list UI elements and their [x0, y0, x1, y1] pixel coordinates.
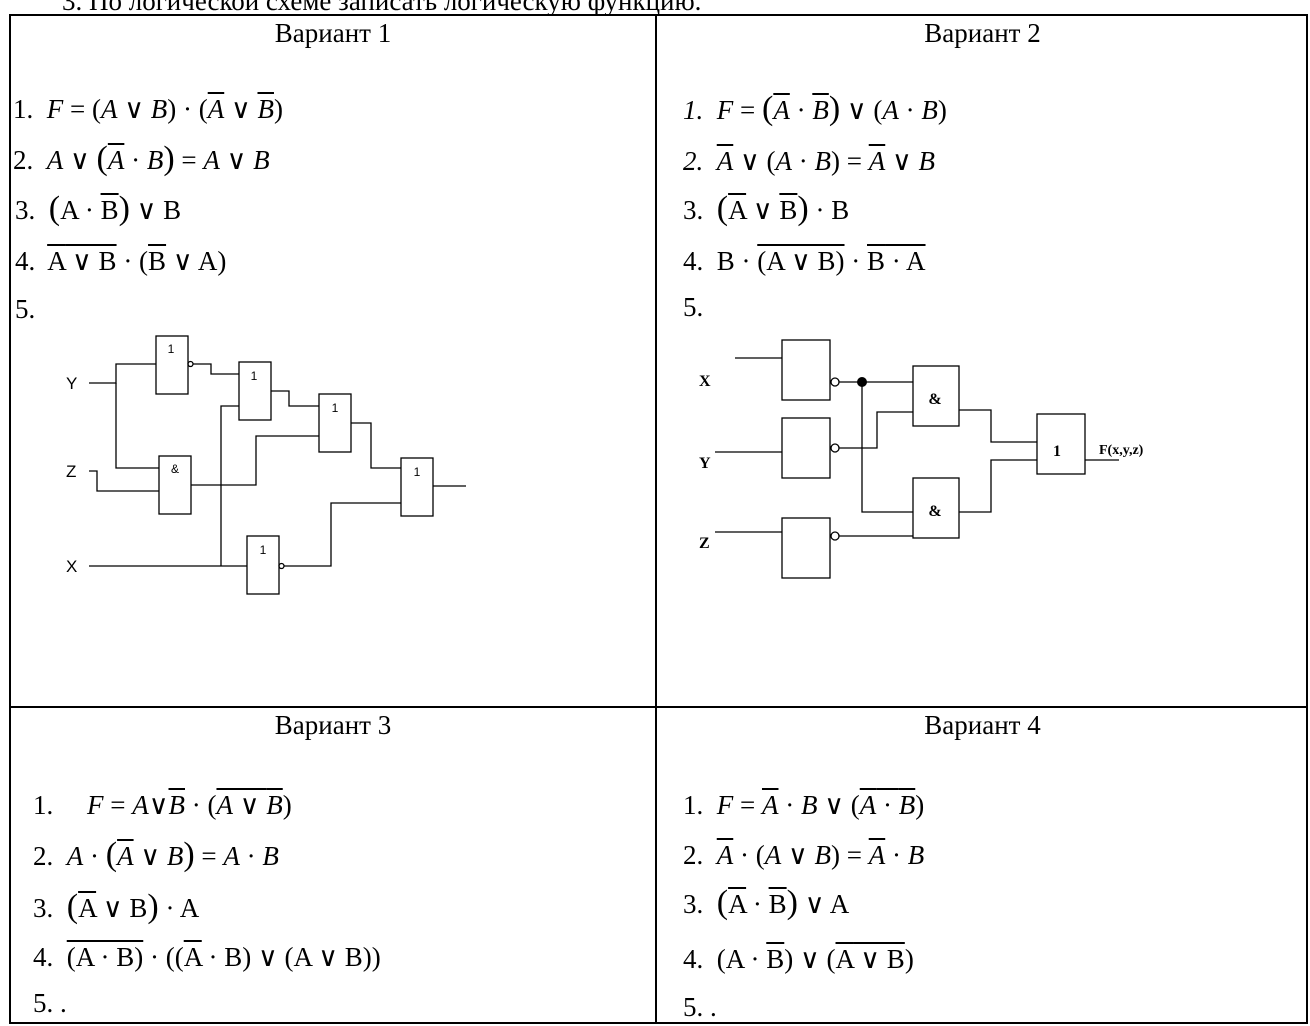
variant-4-title: Вариант 4 [924, 710, 1041, 740]
variants-table: Вариант 1 1. F = (A ∨ B) · (A ∨ B) 2. A … [9, 14, 1308, 1024]
variant-3-item-5: 5. . [33, 988, 67, 1018]
variant-1-item-3: 3. (A · B) ∨ B [15, 190, 182, 227]
table-divider-horizontal [11, 706, 1306, 708]
variant-2-item-5: 5. [683, 292, 704, 322]
variant-2-cell: Вариант 2 1. F = (A · B) ∨ (A · B) 2. A … [657, 16, 1308, 706]
variant-4-item-1: 1. F = A · B ∨ (A · B) [683, 790, 925, 820]
variant-3-item-3: 3. (A ∨ B) · A [33, 888, 200, 925]
variant-2-title: Вариант 2 [924, 18, 1041, 48]
variant-2-item-3: 3. (A ∨ B) · B [683, 190, 850, 227]
variant-4-cell: Вариант 4 1. F = A · B ∨ (A · B) 2. A · … [657, 708, 1308, 1026]
task-heading: 3. По логической схеме записать логическ… [62, 0, 702, 16]
variant-4-item-4: 4. (A · B) ∨ (A ∨ B) [683, 944, 914, 974]
variant-1-item-1: 1. F = (A ∨ B) · (A ∨ B) [13, 94, 283, 124]
svg-text:Z: Z [699, 535, 710, 552]
svg-text:Z: Z [66, 462, 76, 481]
svg-text:&: & [928, 503, 941, 520]
variant-4-item-5: 5. . [683, 992, 717, 1022]
variant-3-cell: Вариант 3 1. F = A∨B · (A ∨ B) 2. A · (A… [11, 708, 655, 1026]
variant-2-item-1: 1. F = (A · B) ∨ (A · B) [683, 90, 947, 127]
variant-1-item-2: 2. A ∨ (A · B) = A ∨ B [13, 140, 270, 177]
svg-text:F(x,y,z): F(x,y,z) [1099, 443, 1144, 458]
variant-1-cell: Вариант 1 1. F = (A ∨ B) · (A ∨ B) 2. A … [11, 16, 655, 706]
svg-text:1: 1 [1053, 443, 1061, 460]
svg-text:&: & [928, 391, 941, 408]
variant-2-item-4: 4. B · (A ∨ B) · B · A [683, 246, 926, 276]
variant-1-logic-diagram: 1 1 1 1 & 1 Y Z X [66, 335, 466, 595]
variant-3-item-1: 1. F = A∨B · (A ∨ B) [33, 790, 292, 820]
variant-1-item-5: 5. [15, 294, 36, 324]
variant-3-title: Вариант 3 [274, 710, 392, 740]
svg-text:1: 1 [251, 369, 258, 383]
table-divider-vertical [655, 16, 657, 1022]
variant-2-item-2: 2. A ∨ (A · B) = A ∨ B [683, 146, 935, 176]
svg-text:1: 1 [414, 465, 421, 479]
svg-text:1: 1 [168, 342, 175, 356]
svg-text:1: 1 [332, 401, 339, 415]
svg-text:Y: Y [699, 455, 711, 472]
variant-2-logic-diagram: & & 1 X Y Z F(x,y,z) [699, 339, 1144, 579]
svg-text:X: X [66, 557, 77, 576]
svg-text:Y: Y [66, 374, 77, 393]
variant-1-title: Вариант 1 [274, 18, 392, 48]
variant-3-item-4: 4. (A · B) · ((A · B) ∨ (A ∨ B)) [33, 942, 381, 972]
svg-text:1: 1 [260, 543, 267, 557]
svg-text:&: & [171, 462, 179, 476]
variant-3-item-2: 2. A · (A ∨ B) = A · B [33, 836, 279, 873]
svg-text:X: X [699, 373, 711, 390]
variant-1-item-4: 4. A ∨ B · (B ∨ A) [15, 246, 227, 276]
variant-4-item-3: 3. (A · B) ∨ A [683, 884, 850, 921]
variant-4-item-2: 2. A · (A ∨ B) = A · B [683, 840, 925, 870]
